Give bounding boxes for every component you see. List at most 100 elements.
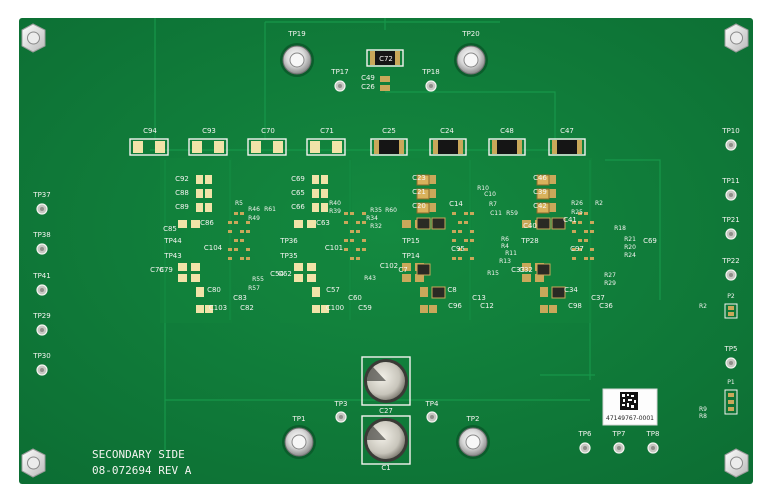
test-point-drill-tp6 <box>583 446 587 450</box>
top-cap-row <box>129 49 586 156</box>
cap-label-c36-54: C36 <box>599 302 613 310</box>
pad <box>344 212 348 215</box>
cap-label-c57-30: C57 <box>326 286 340 294</box>
res-label-r29-31: R29 <box>604 280 616 287</box>
pad <box>470 230 474 233</box>
ceramic-cap <box>536 202 550 214</box>
pad <box>590 221 594 224</box>
res-label-c10-14: C10 <box>484 191 496 198</box>
tp-label-tp29-12: TP29 <box>32 312 50 320</box>
pad <box>402 263 411 271</box>
test-point-drill-tp21 <box>729 232 733 236</box>
res-label-r61-2: R61 <box>264 206 276 213</box>
test-point-drill-tp3 <box>339 415 343 419</box>
pad <box>458 248 462 251</box>
pad <box>246 248 250 251</box>
tp-label-tp37-9: TP37 <box>32 191 50 199</box>
pad <box>246 221 250 224</box>
pad <box>549 175 556 184</box>
board-outline <box>19 18 753 484</box>
pad <box>234 221 238 224</box>
pad <box>228 248 232 251</box>
pad <box>312 189 319 198</box>
terminal-hole-tp2 <box>456 425 490 459</box>
pad <box>312 305 320 313</box>
pad <box>572 257 576 260</box>
mosfet <box>431 217 446 230</box>
pad <box>356 248 360 251</box>
mosfet <box>536 263 551 276</box>
pad <box>321 175 328 184</box>
connector-p1 <box>724 389 738 415</box>
pad <box>294 274 303 282</box>
pad <box>240 239 244 242</box>
cap-label-c94-0: C94 <box>143 127 157 135</box>
terminal-hole-tp1 <box>282 425 316 459</box>
cap-label-c72-8: C72 <box>379 55 393 63</box>
test-point-pads <box>36 80 737 454</box>
pad <box>350 212 354 215</box>
pad <box>578 212 582 215</box>
pad <box>452 212 456 215</box>
pad <box>362 239 366 242</box>
pad <box>578 221 582 224</box>
cap-label-c88-12: C88 <box>175 189 189 197</box>
pad <box>540 305 548 313</box>
res-label-r4-19: R4 <box>501 243 509 250</box>
res-label-r26-24: R26 <box>571 200 583 207</box>
cap-label-c21-36: C21 <box>412 188 426 196</box>
cap-label-c69-57: C69 <box>643 237 657 245</box>
test-point-drill-tp5 <box>729 361 733 365</box>
cap-label-c24-5: C24 <box>440 127 454 135</box>
pad <box>522 220 531 228</box>
res-label-r2-23: R2 <box>595 200 603 207</box>
tp-label-tp22-7: TP22 <box>721 257 739 265</box>
cap-label-c49-9: C49 <box>361 74 375 82</box>
res-label-r25-25: R25 <box>571 209 583 216</box>
test-point-drill-tp37 <box>40 207 44 211</box>
test-point-drill-tp30 <box>40 368 44 372</box>
res-label-r10-13: R10 <box>477 185 489 192</box>
res-label-r2-32: R2 <box>699 303 707 310</box>
cap-label-c69-23: C69 <box>291 175 305 183</box>
tp-label-tp18-3: TP18 <box>421 68 439 76</box>
mosfet <box>431 286 446 299</box>
pad <box>234 239 238 242</box>
cap-label-c85-14: C85 <box>163 225 177 233</box>
res-label-r18-26: R18 <box>614 225 626 232</box>
pad <box>415 274 424 282</box>
pad <box>470 239 474 242</box>
tantalum-cap-c48 <box>488 138 526 156</box>
cap-label-c41-49: C41 <box>563 216 577 224</box>
pad <box>307 220 316 228</box>
cap-label-c76-17: C76 <box>150 266 164 274</box>
rev-label: 08-072694 REV A <box>92 464 192 477</box>
electrolytic-cap-c1 <box>361 415 411 465</box>
pad <box>344 221 348 224</box>
cap-footprint-c94 <box>129 138 169 156</box>
cap-label-c13-42: C13 <box>472 294 486 302</box>
cap-label-c12-43: C12 <box>480 302 494 310</box>
pad <box>234 212 238 215</box>
terminal-hole-tp20 <box>454 43 488 77</box>
pad <box>362 212 366 215</box>
cap-label-c104-16: C104 <box>204 244 223 252</box>
res-label-r49-3: R49 <box>248 215 260 222</box>
phase-block-1 <box>178 175 250 313</box>
res-label-p2-33: P2 <box>727 293 735 300</box>
serial-label: 47149767-0001 <box>606 415 654 422</box>
cap-label-c60-32: C60 <box>348 294 362 302</box>
pad <box>549 189 556 198</box>
cap-label-c40-48: C40 <box>523 222 537 230</box>
electrolytic-caps <box>361 356 411 465</box>
pad <box>522 263 531 271</box>
pad <box>344 239 348 242</box>
pad <box>572 248 576 251</box>
pad <box>464 248 468 251</box>
pad <box>191 220 200 228</box>
cap-c49 <box>380 76 390 82</box>
tp-label-tp28-27: TP28 <box>520 237 538 245</box>
tp-label-tp15-25: TP15 <box>401 237 419 245</box>
